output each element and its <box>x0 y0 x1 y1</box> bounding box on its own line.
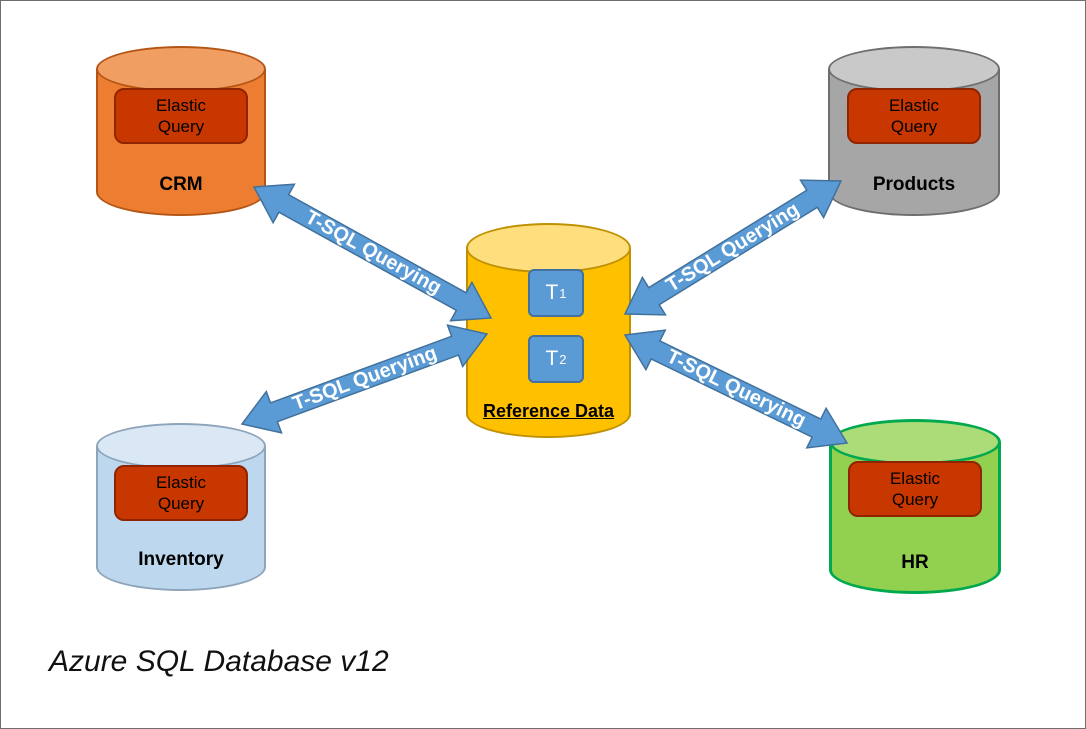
hr-elastic-query-badge: Elastic Query <box>848 461 982 517</box>
database-inventory: Elastic Query Inventory <box>96 423 266 591</box>
inventory-label: Inventory <box>138 549 224 570</box>
tsql-label-hr: T-SQL Querying <box>663 345 810 432</box>
tsql-label-inventory: T-SQL Querying <box>289 342 440 416</box>
products-badge-label: Elastic Query <box>888 95 940 136</box>
hr-cylinder-top <box>829 419 1001 465</box>
table-t2-label: T <box>545 347 559 370</box>
database-crm: Elastic Query CRM <box>96 46 266 216</box>
tsql-arrow <box>252 183 493 322</box>
crm-cylinder-top <box>96 46 266 92</box>
inventory-badge-label: Elastic Query <box>155 472 207 513</box>
tsql-label-crm: T-SQL Querying <box>300 205 445 299</box>
crm-label: CRM <box>159 174 203 195</box>
products-elastic-query-badge: Elastic Query <box>847 88 981 144</box>
hr-label: HR <box>901 552 929 573</box>
inventory-cylinder-top <box>96 423 266 469</box>
reference-data-label: Reference Data <box>482 401 615 421</box>
table-t1-label: T <box>545 281 559 304</box>
inventory-elastic-query-badge: Elastic Query <box>114 465 248 521</box>
reference-cylinder-top <box>466 223 631 273</box>
table-t2-subscript: 2 <box>559 351 567 367</box>
tsql-label-products: T-SQL Querying <box>662 197 804 297</box>
tsql-arrow <box>623 329 849 449</box>
tsql-arrow <box>623 179 843 316</box>
products-cylinder-top <box>828 46 1000 92</box>
products-label: Products <box>872 174 956 195</box>
hr-badge-label: Elastic Query <box>889 468 941 509</box>
table-t1-subscript: 1 <box>559 285 567 301</box>
database-products: Elastic Query Products <box>828 46 1000 216</box>
tsql-arrow <box>240 324 489 434</box>
crm-badge-label: Elastic Query <box>155 95 207 136</box>
diagram-title: Azure SQL Database v12 <box>49 645 389 678</box>
database-hr: Elastic Query HR <box>829 419 1001 594</box>
crm-elastic-query-badge: Elastic Query <box>114 88 248 144</box>
